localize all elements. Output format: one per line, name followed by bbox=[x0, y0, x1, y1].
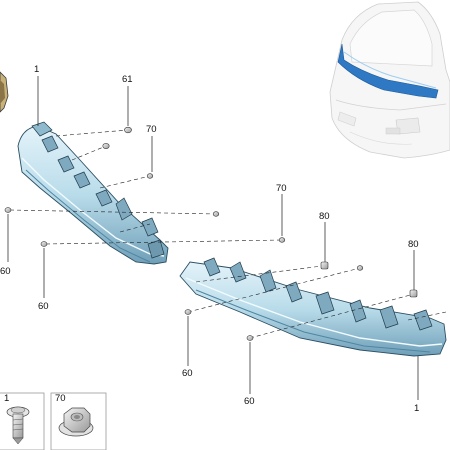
callout-70-top: 70 bbox=[146, 124, 157, 135]
legend-bolt-number: 1 bbox=[4, 393, 9, 404]
parts-legend: 1 70 bbox=[0, 392, 107, 450]
fastener-60-c bbox=[184, 309, 192, 315]
callout-labels: 1 61 70 70 80 80 60 60 60 60 1 bbox=[0, 64, 419, 414]
fastener-60-b bbox=[40, 241, 48, 247]
trim-strip-right bbox=[179, 257, 447, 357]
bolt-icon bbox=[6, 406, 30, 445]
callout-60-mid: 60 bbox=[182, 368, 193, 379]
fasteners bbox=[4, 126, 418, 341]
trim-strip-left bbox=[17, 121, 169, 265]
fastener-80-b bbox=[409, 289, 418, 298]
fastener-70-d bbox=[278, 237, 286, 243]
flange-nut-icon bbox=[58, 407, 94, 437]
fastener-60-a bbox=[4, 207, 12, 213]
callout-1-bottom: 1 bbox=[414, 403, 419, 414]
cropped-part-left bbox=[0, 71, 9, 113]
callout-61: 61 bbox=[122, 74, 133, 85]
callout-70-mid: 70 bbox=[276, 183, 287, 194]
fastener-80-a bbox=[320, 261, 329, 270]
legend-nut-number: 70 bbox=[55, 393, 66, 404]
fastener-70-c bbox=[212, 211, 220, 217]
callout-80-a: 80 bbox=[319, 211, 330, 222]
fastener-70-a bbox=[102, 143, 110, 149]
vehicle-rear-view bbox=[329, 1, 450, 159]
leader-lines bbox=[7, 76, 419, 400]
fastener-70-b bbox=[146, 173, 154, 179]
fastener-70-e bbox=[356, 265, 364, 271]
callout-80-b: 80 bbox=[408, 239, 419, 250]
assembly-lines bbox=[9, 129, 447, 339]
callout-1-top: 1 bbox=[34, 64, 39, 75]
fastener-61 bbox=[124, 126, 132, 134]
callout-60-left: 60 bbox=[0, 266, 11, 277]
fastener-60-d bbox=[246, 335, 254, 341]
callout-60-leftlow: 60 bbox=[38, 301, 49, 312]
vehicle-trim-highlight bbox=[337, 43, 439, 99]
callout-60-bottom: 60 bbox=[244, 396, 255, 407]
